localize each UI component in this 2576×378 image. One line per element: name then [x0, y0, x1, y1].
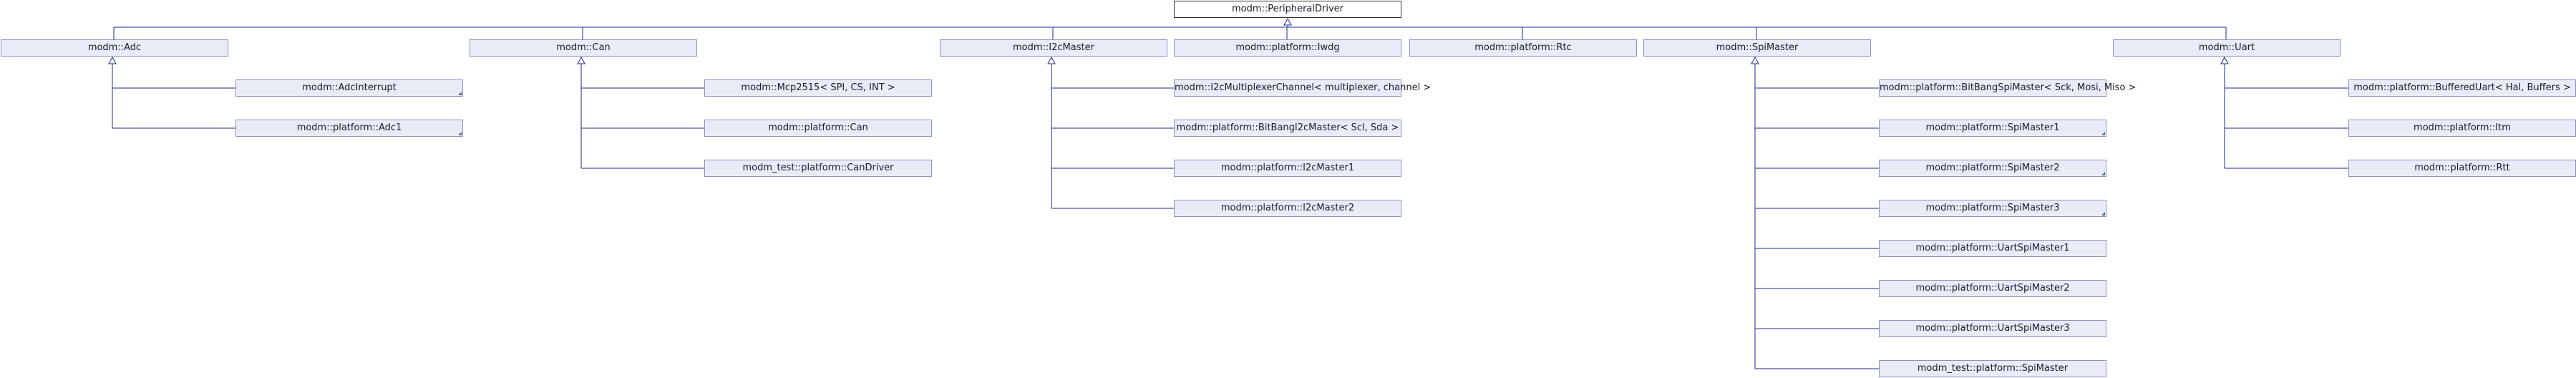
node-spi-master-label: modm::SpiMaster	[1716, 42, 1799, 53]
node-platform-adc1-label: modm::platform::Adc1	[296, 122, 402, 133]
node-can-label: modm::Can	[556, 42, 611, 53]
node-test-can-driver[interactable]: modm_test::platform::CanDriver	[704, 160, 932, 177]
node-platform-rtt[interactable]: modm::platform::Rtt	[2348, 160, 2576, 177]
node-adc-interrupt[interactable]: modm::AdcInterrupt	[235, 79, 463, 97]
node-platform-itm[interactable]: modm::platform::Itm	[2348, 120, 2576, 137]
collapsed-marker-icon	[458, 132, 462, 135]
arrow-spi-master-icon	[1751, 56, 1759, 64]
node-adc-label: modm::Adc	[87, 42, 142, 53]
node-uart-spi-master1[interactable]: modm::platform::UartSpiMaster1	[1879, 240, 2106, 257]
node-bitbang-i2c-master[interactable]: modm::platform::BitBangI2cMaster< Scl, S…	[1174, 120, 1401, 137]
node-bitbang-i2c-master-label: modm::platform::BitBangI2cMaster< Scl, S…	[1176, 122, 1399, 133]
arrow-i2c-master-icon	[1047, 56, 1056, 64]
node-peripheral-driver[interactable]: modm::PeripheralDriver	[1174, 1, 1401, 18]
node-platform-rtc[interactable]: modm::platform::Rtc	[1409, 39, 1637, 57]
node-platform-spi-master3-label: modm::platform::SpiMaster3	[1925, 203, 2060, 213]
node-mcp2515-label: modm::Mcp2515< SPI, CS, INT >	[741, 82, 895, 93]
node-platform-spi-master2-label: modm::platform::SpiMaster2	[1925, 163, 2060, 173]
arrow-adc-icon	[108, 56, 117, 64]
node-platform-i2c-master1[interactable]: modm::platform::I2cMaster1	[1174, 160, 1401, 177]
node-uart-spi-master2-label: modm::platform::UartSpiMaster2	[1915, 283, 2070, 294]
arrow-uart-icon	[2220, 56, 2229, 64]
node-uart-spi-master3[interactable]: modm::platform::UartSpiMaster3	[1879, 320, 2106, 337]
node-platform-spi-master3[interactable]: modm::platform::SpiMaster3	[1879, 200, 2106, 217]
node-peripheral-driver-label: modm::PeripheralDriver	[1231, 4, 1344, 14]
node-uart[interactable]: modm::Uart	[2113, 39, 2341, 57]
node-buffered-uart[interactable]: modm::platform::BufferedUart< Hal, Buffe…	[2348, 79, 2576, 97]
node-uart-spi-master1-label: modm::platform::UartSpiMaster1	[1915, 243, 2070, 253]
node-bitbang-spi-master-label: modm::platform::BitBangSpiMaster< Sck, M…	[1880, 82, 2137, 93]
node-test-spi-master[interactable]: modm_test::platform::SpiMaster	[1879, 360, 2106, 377]
node-platform-spi-master1-label: modm::platform::SpiMaster1	[1925, 122, 2060, 133]
node-i2c-master[interactable]: modm::I2cMaster	[940, 39, 1167, 57]
node-buffered-uart-label: modm::platform::BufferedUart< Hal, Buffe…	[2353, 82, 2571, 93]
node-i2c-mux-channel[interactable]: modm::I2cMultiplexerChannel< multiplexer…	[1174, 79, 1431, 97]
arrow-can-icon	[577, 56, 585, 64]
node-uart-spi-master2[interactable]: modm::platform::UartSpiMaster2	[1879, 280, 2106, 297]
node-platform-can-label: modm::platform::Can	[768, 122, 868, 133]
collapsed-marker-icon	[2101, 132, 2105, 135]
node-platform-spi-master1[interactable]: modm::platform::SpiMaster1	[1879, 120, 2106, 137]
node-platform-i2c-master1-label: modm::platform::I2cMaster1	[1220, 163, 1355, 173]
node-spi-master[interactable]: modm::SpiMaster	[1643, 39, 1871, 57]
node-platform-adc1[interactable]: modm::platform::Adc1	[235, 120, 463, 137]
node-uart-spi-master3-label: modm::platform::UartSpiMaster3	[1915, 323, 2070, 334]
node-platform-i2c-master2-label: modm::platform::I2cMaster2	[1220, 203, 1355, 213]
node-platform-can[interactable]: modm::platform::Can	[704, 120, 932, 137]
node-i2c-master-label: modm::I2cMaster	[1013, 42, 1094, 53]
node-platform-itm-label: modm::platform::Itm	[2414, 122, 2511, 133]
collapsed-marker-icon	[458, 92, 462, 95]
node-bitbang-spi-master[interactable]: modm::platform::BitBangSpiMaster< Sck, M…	[1879, 79, 2136, 97]
root-arrow-icon	[1283, 17, 1292, 26]
node-platform-i2c-master2[interactable]: modm::platform::I2cMaster2	[1174, 200, 1401, 217]
node-adc[interactable]: modm::Adc	[1, 39, 228, 57]
node-mcp2515[interactable]: modm::Mcp2515< SPI, CS, INT >	[704, 79, 932, 97]
collapsed-marker-icon	[2101, 212, 2105, 215]
node-i2c-mux-channel-label: modm::I2cMultiplexerChannel< multiplexer…	[1175, 82, 1432, 93]
node-uart-label: modm::Uart	[2198, 42, 2255, 53]
collapsed-marker-icon	[2101, 172, 2105, 175]
node-platform-spi-master2[interactable]: modm::platform::SpiMaster2	[1879, 160, 2106, 177]
node-platform-rtt-label: modm::platform::Rtt	[2414, 163, 2510, 173]
node-can[interactable]: modm::Can	[470, 39, 697, 57]
node-adc-interrupt-label: modm::AdcInterrupt	[302, 82, 397, 93]
node-test-can-driver-label: modm_test::platform::CanDriver	[742, 163, 894, 173]
node-platform-iwdg-label: modm::platform::Iwdg	[1235, 42, 1340, 53]
node-platform-rtc-label: modm::platform::Rtc	[1474, 42, 1572, 53]
node-platform-iwdg[interactable]: modm::platform::Iwdg	[1174, 39, 1401, 57]
node-test-spi-master-label: modm_test::platform::SpiMaster	[1917, 363, 2069, 374]
